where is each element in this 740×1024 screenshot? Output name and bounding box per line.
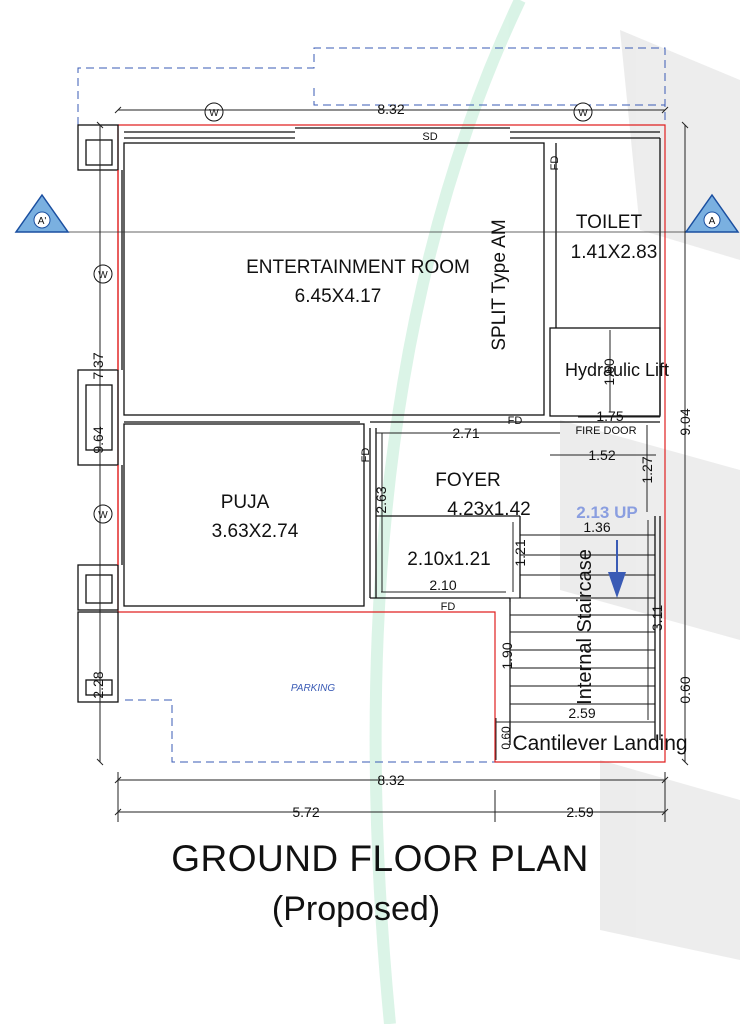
dim-foyer-width: 2.71	[452, 425, 479, 441]
room-toilet-name: TOILET	[576, 212, 643, 233]
room-small-size: 2.10x1.21	[407, 549, 490, 570]
room-lift-name: Hydraulic Lift	[565, 360, 669, 380]
stair-up-label: 2.13 UP	[576, 503, 637, 522]
fd-label-puja: FD	[360, 448, 372, 463]
dim-stair-left: 1.90	[499, 642, 515, 669]
split-ac-label: SPLIT Type AM	[489, 219, 510, 350]
section-marker-right-label: A	[709, 216, 716, 227]
dim-small-height: 1.21	[512, 539, 528, 566]
dimension-texts: 8.32 8.32 5.72 2.59 7.37 9.64 2.28 9.04 …	[90, 101, 693, 820]
plan-subtitle: (Proposed)	[271, 890, 441, 928]
fire-door-label: FIRE DOOR	[575, 425, 636, 437]
room-staircase-name: Internal Staircase	[574, 549, 596, 705]
room-entertainment-name: ENTERTAINMENT ROOM	[246, 257, 470, 278]
dim-lift-width: 1.75	[596, 408, 623, 424]
sliding-door-label: SD	[422, 131, 437, 143]
dim-left-total: 9.64	[90, 426, 106, 453]
room-toilet-size: 1.41X2.83	[571, 242, 658, 263]
dim-bottom-left: 5.72	[292, 804, 319, 820]
dim-bottom-right: 2.59	[566, 804, 593, 820]
window-label-2: W	[578, 108, 588, 119]
dim-right-total: 9.04	[677, 408, 693, 435]
room-puja-name: PUJA	[221, 492, 270, 513]
dim-fire-door: 1.52	[588, 447, 615, 463]
room-parking-name: PARKING	[291, 683, 335, 694]
dimension-lines	[96, 106, 689, 822]
section-marker-left: A'	[14, 193, 70, 233]
window-markers	[93, 102, 593, 524]
dim-small-width: 2.10	[429, 577, 456, 593]
dim-bottom-width: 8.32	[377, 772, 404, 788]
fd-label-foyer-top: FD	[508, 415, 523, 427]
fd-label-bottom: FD	[441, 601, 456, 613]
window-label-1: W	[209, 108, 219, 119]
room-foyer-name: FOYER	[435, 470, 500, 491]
plot-boundary-dashed	[77, 47, 666, 763]
room-foyer-size: 4.23x1.42	[447, 499, 530, 520]
dim-foyer-height: 2.63	[373, 486, 389, 513]
section-marker-left-label: A'	[38, 216, 47, 227]
dim-stair-bottom: 2.59	[568, 705, 595, 721]
room-landing-name: Cantilever Landing	[512, 732, 687, 755]
dim-lift-height: 1.60	[601, 358, 617, 385]
dim-top-width: 8.32	[377, 101, 404, 117]
stair-arrow	[608, 540, 626, 598]
fd-label-toilet: FD	[549, 156, 561, 171]
dim-right-lower: 0.60	[677, 676, 693, 703]
dim-landing: 0.60	[499, 726, 513, 750]
room-puja-size: 3.63X2.74	[212, 521, 299, 542]
dim-stair-top: 1.36	[583, 519, 610, 535]
room-entertainment-size: 6.45X4.17	[295, 286, 382, 307]
section-marker-right: A	[684, 193, 740, 233]
plan-title: GROUND FLOOR PLAN	[171, 838, 589, 879]
dim-stair-height: 3.11	[649, 605, 665, 631]
dim-127: 1.27	[639, 456, 655, 483]
dim-left-upper: 7.37	[90, 352, 106, 379]
dim-left-lower: 2.28	[90, 671, 106, 698]
